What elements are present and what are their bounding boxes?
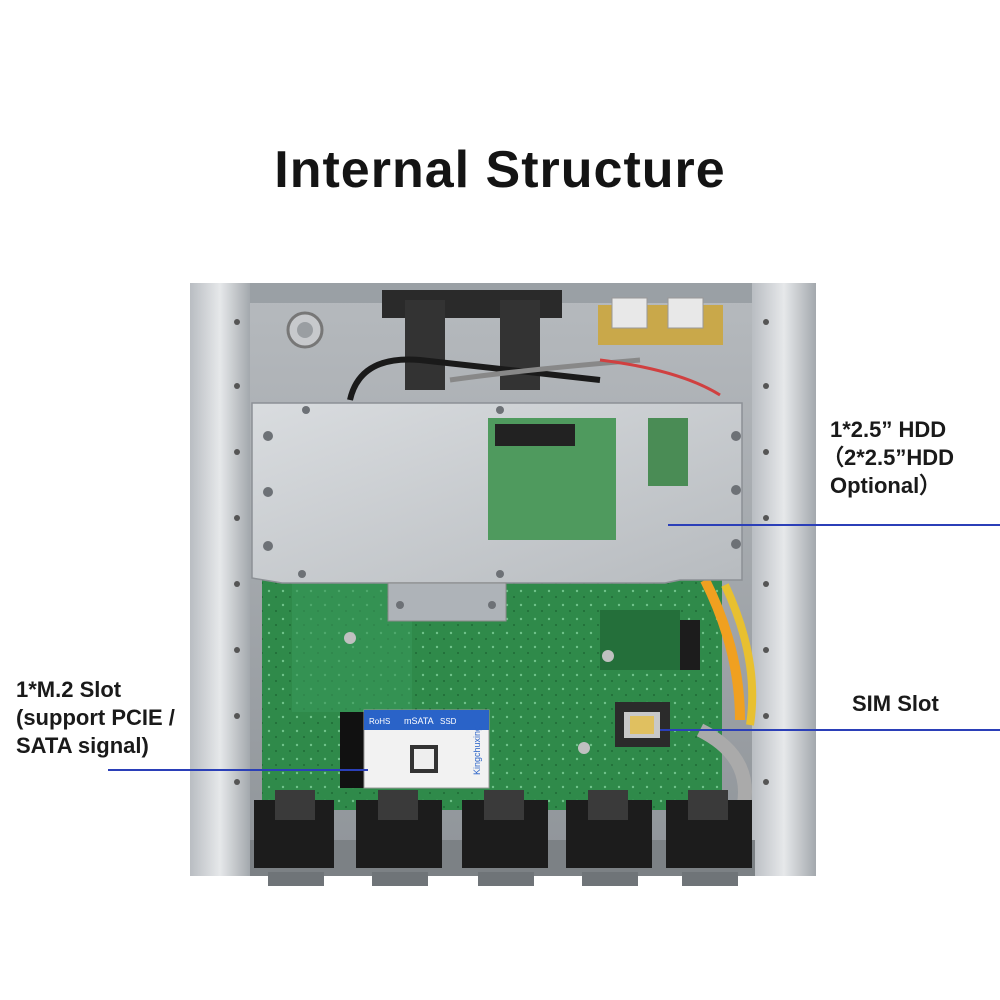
ssd-label-rohs: RoHS <box>369 717 390 726</box>
callout-hdd: 1*2.5” HDD （2*2.5”HDD Optional） <box>822 416 954 500</box>
serial-ports <box>250 790 755 886</box>
ssd-label-line2: SSD <box>440 717 457 726</box>
callout-m2-line1: 1*M.2 Slot <box>16 677 122 702</box>
callout-hdd-line2: （2*2.5”HDD <box>822 445 955 470</box>
callout-sim-line <box>660 729 1000 731</box>
top-connectors <box>286 290 723 401</box>
hdd-bracket <box>251 402 743 622</box>
right-rail <box>752 283 816 876</box>
callout-hdd-line1: 1*2.5” HDD <box>830 417 947 442</box>
callout-m2-line <box>108 769 368 771</box>
callout-m2-line2: (support PCIE / <box>16 705 175 730</box>
callout-sim: SIM Slot <box>852 690 939 718</box>
callout-m2: 1*M.2 Slot (support PCIE / SATA signal) <box>16 676 175 760</box>
left-rail <box>190 283 250 876</box>
callout-hdd-line3: Optional） <box>830 473 942 498</box>
m2-slot <box>340 712 364 788</box>
sim-slot <box>615 702 670 747</box>
ssd-label-brand: Kingchuxing <box>472 726 482 775</box>
msata-ssd-card: mSATA SSD RoHS Kingchuxing <box>363 709 490 789</box>
ssd-label-line1: mSATA <box>404 716 434 726</box>
callout-sim-line1: SIM Slot <box>852 691 939 716</box>
callout-m2-line3: SATA signal) <box>16 733 149 758</box>
page-title: Internal Structure <box>274 141 726 199</box>
callout-hdd-line <box>668 524 1000 526</box>
